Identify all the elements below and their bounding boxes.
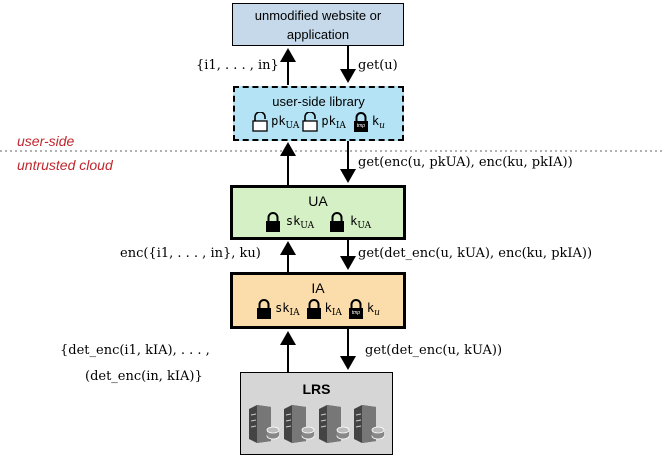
- ua-keys: skUA kUA: [233, 212, 403, 232]
- library-key3: k: [371, 113, 380, 128]
- open-lock-icon: [302, 112, 319, 132]
- label-get-det-enc-lrs: get(det_enc(u, kUA)): [365, 343, 503, 358]
- ia-title: IA: [311, 280, 325, 296]
- label-get-u: get(u): [358, 58, 398, 73]
- lrs-title: LRS: [302, 381, 331, 397]
- ia-key2: k: [324, 300, 332, 315]
- library-key1: pk: [271, 113, 286, 128]
- tmp-lock: tmp: [353, 112, 369, 132]
- library-key3-sub: u: [379, 120, 385, 131]
- ia-key1-sub: IA: [289, 307, 300, 318]
- website-label-line2: application: [286, 27, 350, 42]
- tmp-lock: tmp: [348, 299, 364, 319]
- ia-key3-sub: u: [374, 307, 380, 318]
- ia-keys: skIA kIA tmp ku: [233, 299, 403, 319]
- closed-lock-icon: [348, 299, 363, 319]
- library-keys: pkUA pkIA tmp ku: [235, 112, 402, 132]
- ua-box: UA skUA kUA: [230, 185, 406, 240]
- label-get-det-enc-ua: get(det_enc(u, kUA), enc(ku, pkIA)): [358, 246, 593, 261]
- website-label-line1: unmodified website or: [254, 8, 382, 23]
- ia-box: IA skIA kIA tmp ku: [230, 272, 406, 329]
- zone-user-side: user-side: [17, 133, 75, 149]
- ua-key2: k: [350, 213, 358, 228]
- ua-title: UA: [308, 193, 328, 209]
- server-icon: [353, 405, 384, 443]
- server-icon: [318, 405, 349, 443]
- tmp-label: tmp: [351, 310, 361, 316]
- server-rack-icons: [248, 405, 384, 443]
- ia-key1: sk: [275, 300, 290, 315]
- closed-lock-icon: [265, 212, 280, 232]
- closed-lock-icon: [330, 212, 345, 232]
- ua-key2-sub: UA: [357, 220, 372, 231]
- ua-key1-sub: UA: [300, 220, 315, 231]
- closed-lock-icon: [353, 112, 368, 132]
- tmp-label: tmp: [356, 123, 366, 129]
- label-det-enc-results-2: (det_enc(in, kIA)}: [85, 369, 203, 384]
- library-key2-sub: IA: [335, 120, 346, 131]
- ia-key2-sub: IA: [331, 307, 342, 318]
- zone-untrusted-cloud: untrusted cloud: [17, 157, 113, 173]
- library-title: user-side library: [272, 94, 365, 109]
- open-lock-icon: [252, 112, 268, 132]
- closed-lock-icon: [306, 299, 321, 319]
- server-icon: [248, 405, 279, 443]
- website-box: unmodified website or application: [232, 3, 404, 46]
- user-side-library-box: user-side library pkUA pkIA tmp ku: [233, 86, 404, 141]
- closed-lock-icon: [257, 299, 272, 319]
- label-det-enc-results-1: {det_enc(i1, kIA), . . . ,: [60, 343, 210, 358]
- label-enc-results: enc({i1, . . . , in}, ku): [120, 246, 261, 261]
- lrs-box: LRS: [240, 372, 393, 455]
- library-key1-sub: UA: [285, 120, 300, 131]
- library-key2: pk: [321, 113, 336, 128]
- label-results-plain: {i1, . . . , in}: [196, 58, 279, 73]
- ia-key3: k: [366, 300, 375, 315]
- server-icon: [283, 405, 314, 443]
- ua-key1: sk: [285, 213, 301, 228]
- label-get-enc: get(enc(u, pkUA), enc(ku, pkIA)): [358, 155, 573, 170]
